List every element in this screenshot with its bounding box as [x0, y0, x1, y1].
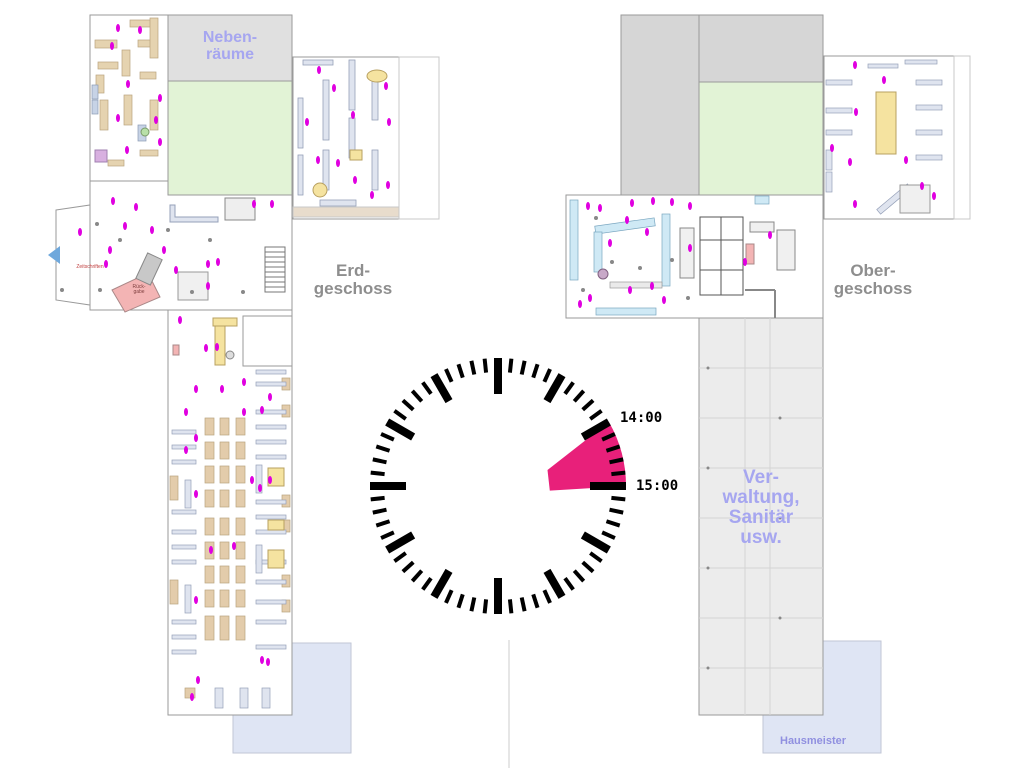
clock-minute-tick — [519, 360, 527, 375]
clock-minute-tick — [421, 577, 433, 591]
clock-minute-tick — [482, 358, 489, 373]
clock-minute-tick — [542, 589, 552, 604]
clock-minute-tick — [563, 577, 575, 591]
obergeschoss-label: Ober- geschoss — [833, 261, 913, 298]
clock-minute-tick — [372, 507, 387, 515]
clock-minute-tick — [589, 409, 603, 421]
rueckgabe-label: Rück- gabe — [132, 284, 146, 296]
clock-hour-tick — [385, 531, 416, 554]
nebenraeume-area — [167, 14, 293, 82]
clock-minute-tick — [456, 593, 465, 609]
clock-minute-tick — [375, 444, 391, 453]
clock-minute-tick — [370, 470, 385, 477]
clock-minute-tick — [469, 360, 477, 375]
upper-grey-block-left — [620, 14, 700, 196]
entrance-arrow-icon — [48, 246, 60, 264]
clock-minute-tick — [611, 470, 626, 477]
clock-minute-tick — [572, 569, 586, 583]
clock-hour-tick — [580, 418, 611, 441]
clock-minute-tick — [410, 389, 424, 403]
clock-minute-tick — [375, 519, 391, 528]
clock-minute-tick — [469, 597, 477, 612]
clock-label-end: 15:00 — [636, 478, 679, 494]
clock-minute-tick — [581, 398, 595, 412]
ground-courtyard — [167, 80, 293, 196]
upper-grey-block-top — [698, 14, 824, 83]
clock-minute-tick — [519, 597, 527, 612]
clock-minute-tick — [370, 495, 385, 502]
clock-hour-tick — [580, 531, 611, 554]
upper-floor-plan — [565, 14, 971, 754]
hausmeister-label: Hausmeister — [780, 735, 847, 747]
clock-minute-tick — [393, 409, 407, 421]
clock-minute-tick — [531, 593, 540, 609]
clock-hour-tick — [543, 568, 566, 599]
clock-minute-tick — [507, 599, 514, 614]
clock-label-start: 14:00 — [620, 410, 663, 426]
clock-minute-tick — [581, 560, 595, 574]
clock-minute-tick — [421, 381, 433, 395]
clock-minute-tick — [605, 519, 621, 528]
clock-minute-tick — [482, 599, 489, 614]
erdgeschoss-label: Erd- geschoss — [313, 261, 393, 298]
clock-minute-tick — [380, 530, 395, 540]
clock-minute-tick — [601, 530, 616, 540]
clock-minute-tick — [372, 457, 387, 465]
clock-minute-tick — [542, 368, 552, 383]
clock-minute-tick — [507, 358, 514, 373]
clock-minute-tick — [410, 569, 424, 583]
clock-hour-tick — [385, 418, 416, 441]
clock-minute-tick — [609, 457, 624, 465]
clock-minute-tick — [589, 551, 603, 563]
upper-courtyard — [698, 81, 824, 196]
clock-minute-tick — [611, 495, 626, 502]
verwaltung-area — [698, 317, 824, 716]
clock-face — [370, 358, 626, 614]
clock-minute-tick — [563, 381, 575, 395]
clock-hour-tick — [430, 568, 453, 599]
clock-minute-tick — [572, 389, 586, 403]
clock-minute-tick — [444, 589, 454, 604]
clock-minute-tick — [609, 507, 624, 515]
clock-minute-tick — [531, 363, 540, 379]
visitor-markers-ground — [78, 24, 391, 701]
verwaltung-label: Ver- waltung, Sanitär usw. — [722, 467, 800, 548]
stairs-icon — [264, 246, 286, 293]
visitor-markers-upper — [578, 61, 936, 308]
nebenraeume-label: Neben- räume — [202, 29, 258, 63]
clock-minute-tick — [444, 368, 454, 383]
ground-floor-plan — [48, 14, 440, 754]
clock-minute-tick — [456, 363, 465, 379]
ground-right-wing — [292, 56, 400, 220]
zeitschriften-label: Zeitschriften — [76, 264, 104, 270]
clock-minute-tick — [601, 432, 616, 442]
clock-minute-tick — [393, 551, 407, 563]
clock-minute-tick — [380, 432, 395, 442]
clock-minute-tick — [401, 398, 415, 412]
clock-hour-tick — [543, 373, 566, 404]
clock-minute-tick — [605, 444, 621, 453]
clock-minute-tick — [401, 560, 415, 574]
clock-hour-tick — [430, 373, 453, 404]
